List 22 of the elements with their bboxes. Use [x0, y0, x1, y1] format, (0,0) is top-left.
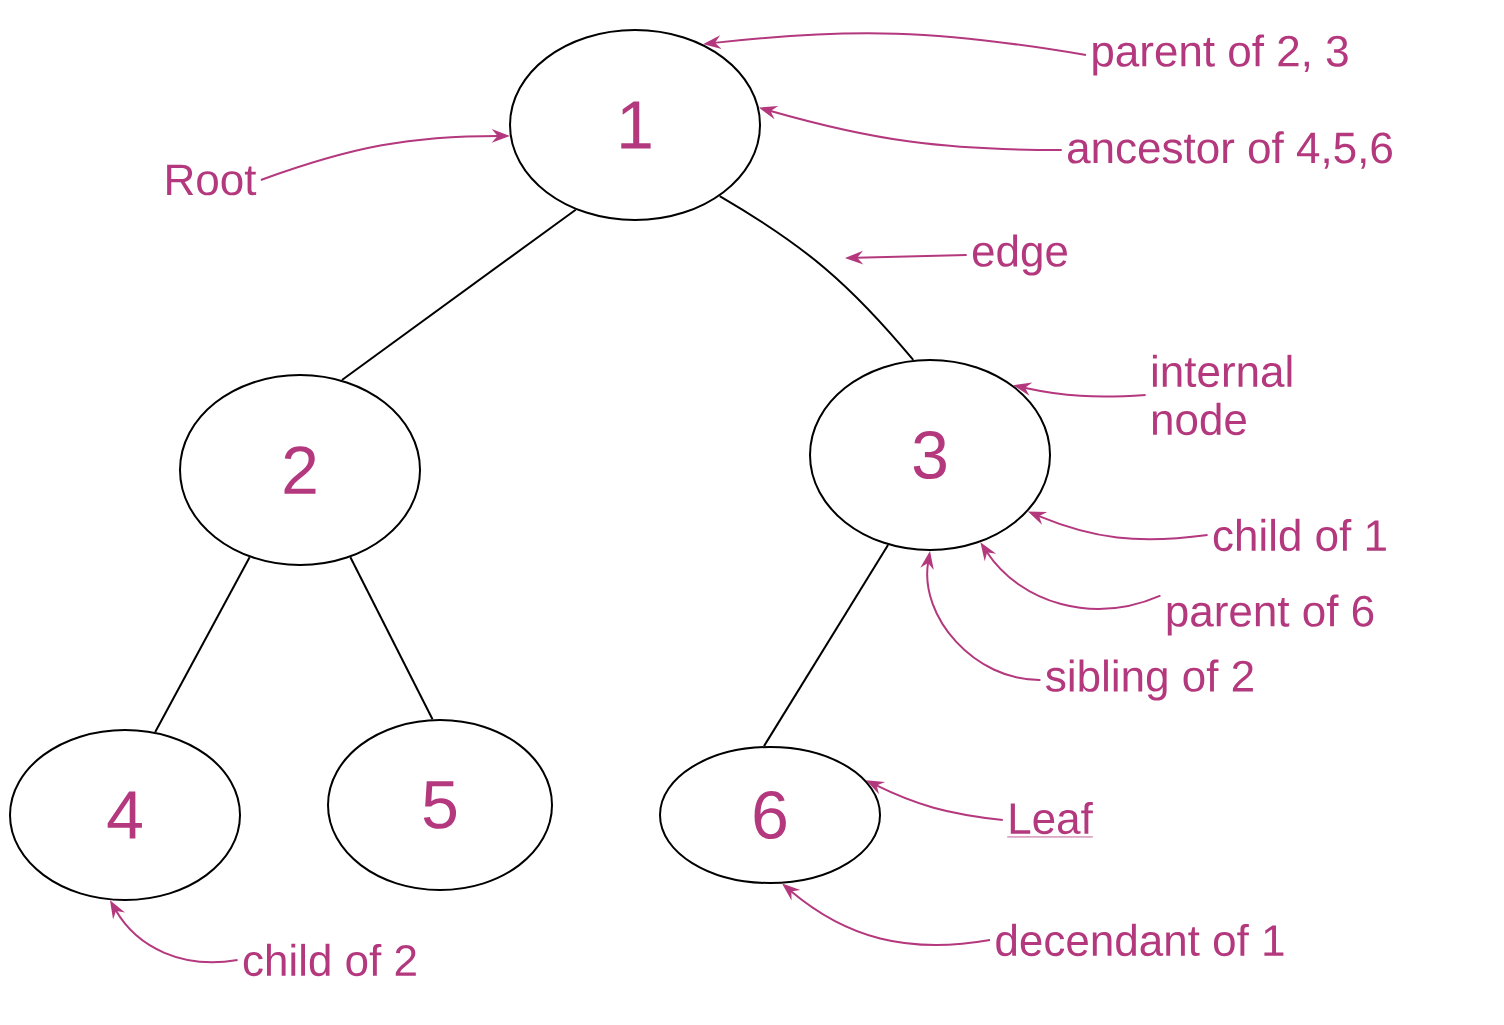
annotation-text: internal node: [1152, 354, 1292, 436]
annotation-text: parent of 6: [1167, 594, 1374, 636]
annotation-text: child of 1: [1213, 518, 1386, 552]
tree-node: 2: [179, 374, 421, 566]
tree-edge: [154, 556, 251, 733]
tree-edge: [341, 208, 577, 381]
annotation-text: edge: [972, 234, 1067, 276]
tree-node: 4: [9, 729, 241, 901]
annotation-text: parent of 2, 3: [1093, 34, 1348, 76]
tree-edge: [763, 544, 890, 748]
annotation-text: ancestor of 4,5,6: [1068, 131, 1392, 169]
annotation-text: sibling of 2: [1046, 659, 1253, 701]
tree-node: 5: [327, 719, 553, 891]
tree-node: 1: [509, 29, 761, 221]
tree-node: 6: [659, 746, 881, 884]
tree-node: 3: [809, 359, 1051, 551]
tree-edge: [349, 556, 434, 721]
annotation-text: child of 2: [243, 943, 416, 977]
annotation-text: Root: [167, 164, 257, 196]
tree-edge: [718, 195, 915, 361]
annotation-text: Leaf: [1006, 801, 1094, 838]
annotation-text: decendant of 1: [996, 923, 1284, 957]
